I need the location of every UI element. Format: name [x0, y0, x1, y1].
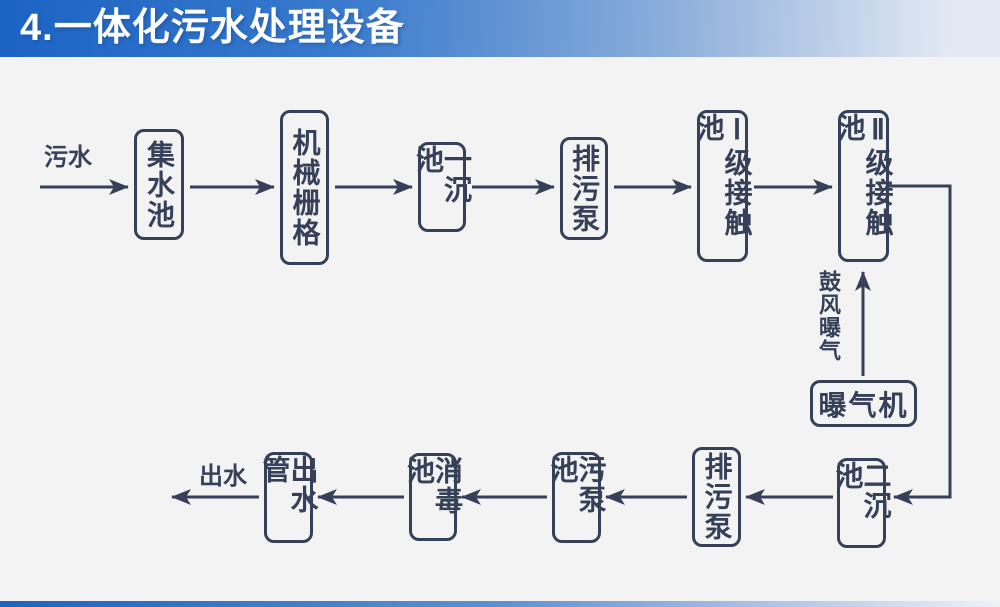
node-primary-sedimentation-tank: 一沉池 [413, 142, 472, 232]
bottom-accent-bar [0, 601, 1000, 607]
connector-stage2-to-secondary-sedimentation [889, 184, 952, 505]
outflow-label: 出水 [199, 463, 247, 490]
node-sewage-pump-2: 排污泵 [692, 447, 741, 547]
node-sludge-pump-tank: 污泵池 [548, 452, 607, 543]
node-outlet-pipe: 出水管 [260, 452, 319, 543]
node-secondary-sedimentation-tank: 二沉池 [833, 458, 892, 548]
node-aerator: 曝气机 [810, 380, 917, 427]
node-stage1-contact-tank: Ⅰ级接触池 [694, 110, 753, 262]
slide-title: 4.一体化污水处理设备 [20, 7, 405, 49]
node-sewage-pump-1: 排污泵 [560, 137, 608, 240]
title-bar: 4.一体化污水处理设备 [0, 0, 1000, 57]
node-collecting-tank: 集水池 [134, 129, 184, 240]
node-disinfection-tank: 消毒池 [404, 453, 463, 541]
blast-aeration-label: 鼓风曝气 [816, 270, 841, 362]
node-stage2-contact-tank: Ⅱ级接触池 [835, 110, 894, 262]
node-mechanical-grid: 机械栅格 [280, 110, 329, 265]
inflow-label: 污水 [44, 144, 92, 171]
